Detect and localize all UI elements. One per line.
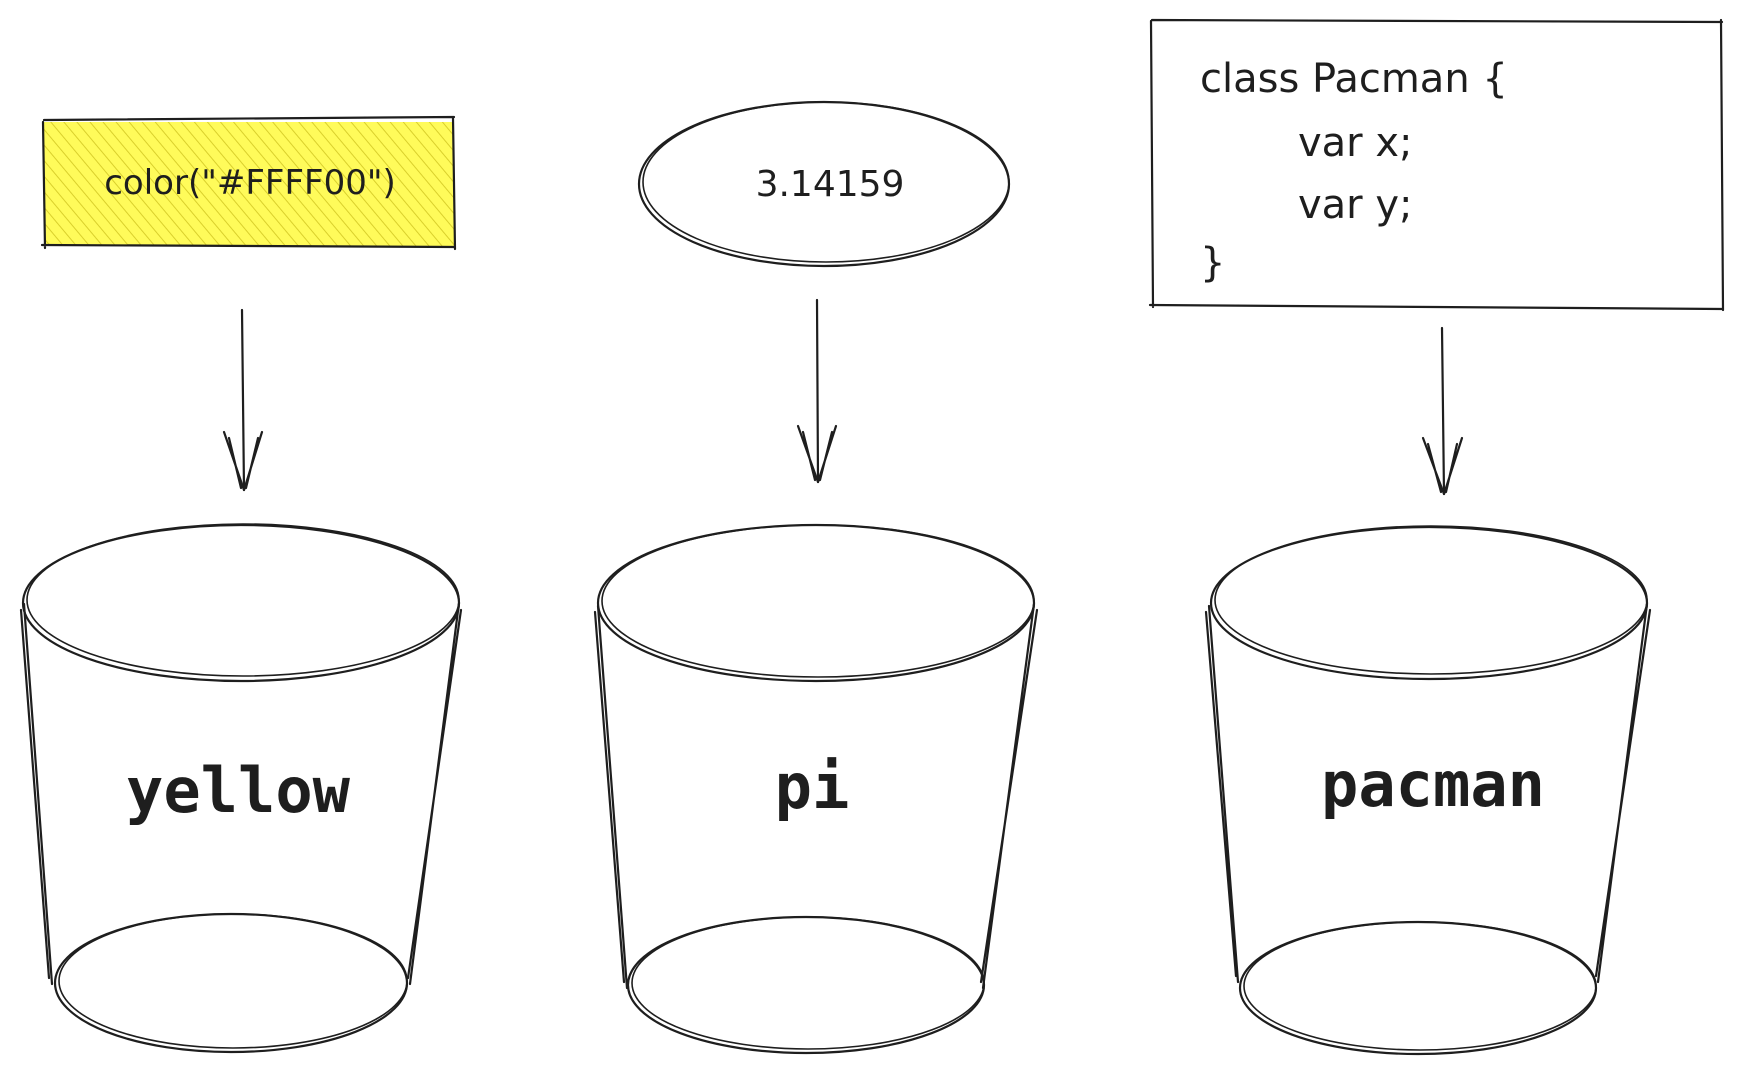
- class-line-2: var x;: [1298, 120, 1413, 166]
- pi-value-ellipse: 3.14159: [637, 100, 1011, 268]
- arrow-color-to-yellow: [222, 308, 264, 492]
- bucket-yellow: yellow: [19, 523, 463, 1054]
- class-line-4: }: [1200, 240, 1225, 286]
- color-value-box: color("#FFFF00"): [40, 115, 457, 251]
- arrow-class-to-pacman: [1421, 326, 1464, 496]
- bucket-yellow-label: yellow: [126, 754, 351, 827]
- arrow-pi-to-bucket: [796, 298, 838, 484]
- class-line-3: var y;: [1298, 182, 1413, 228]
- bucket-pi-label: pi: [775, 750, 850, 823]
- class-line-1: class Pacman {: [1200, 56, 1508, 102]
- pi-value-label: 3.14159: [756, 164, 905, 205]
- class-definition-box: class Pacman { var x; var y; }: [1148, 18, 1725, 312]
- bucket-pi: pi: [593, 523, 1039, 1055]
- bucket-pacman: pacman: [1204, 525, 1652, 1056]
- color-value-label: color("#FFFF00"): [104, 163, 396, 203]
- bucket-pacman-label: pacman: [1321, 748, 1545, 821]
